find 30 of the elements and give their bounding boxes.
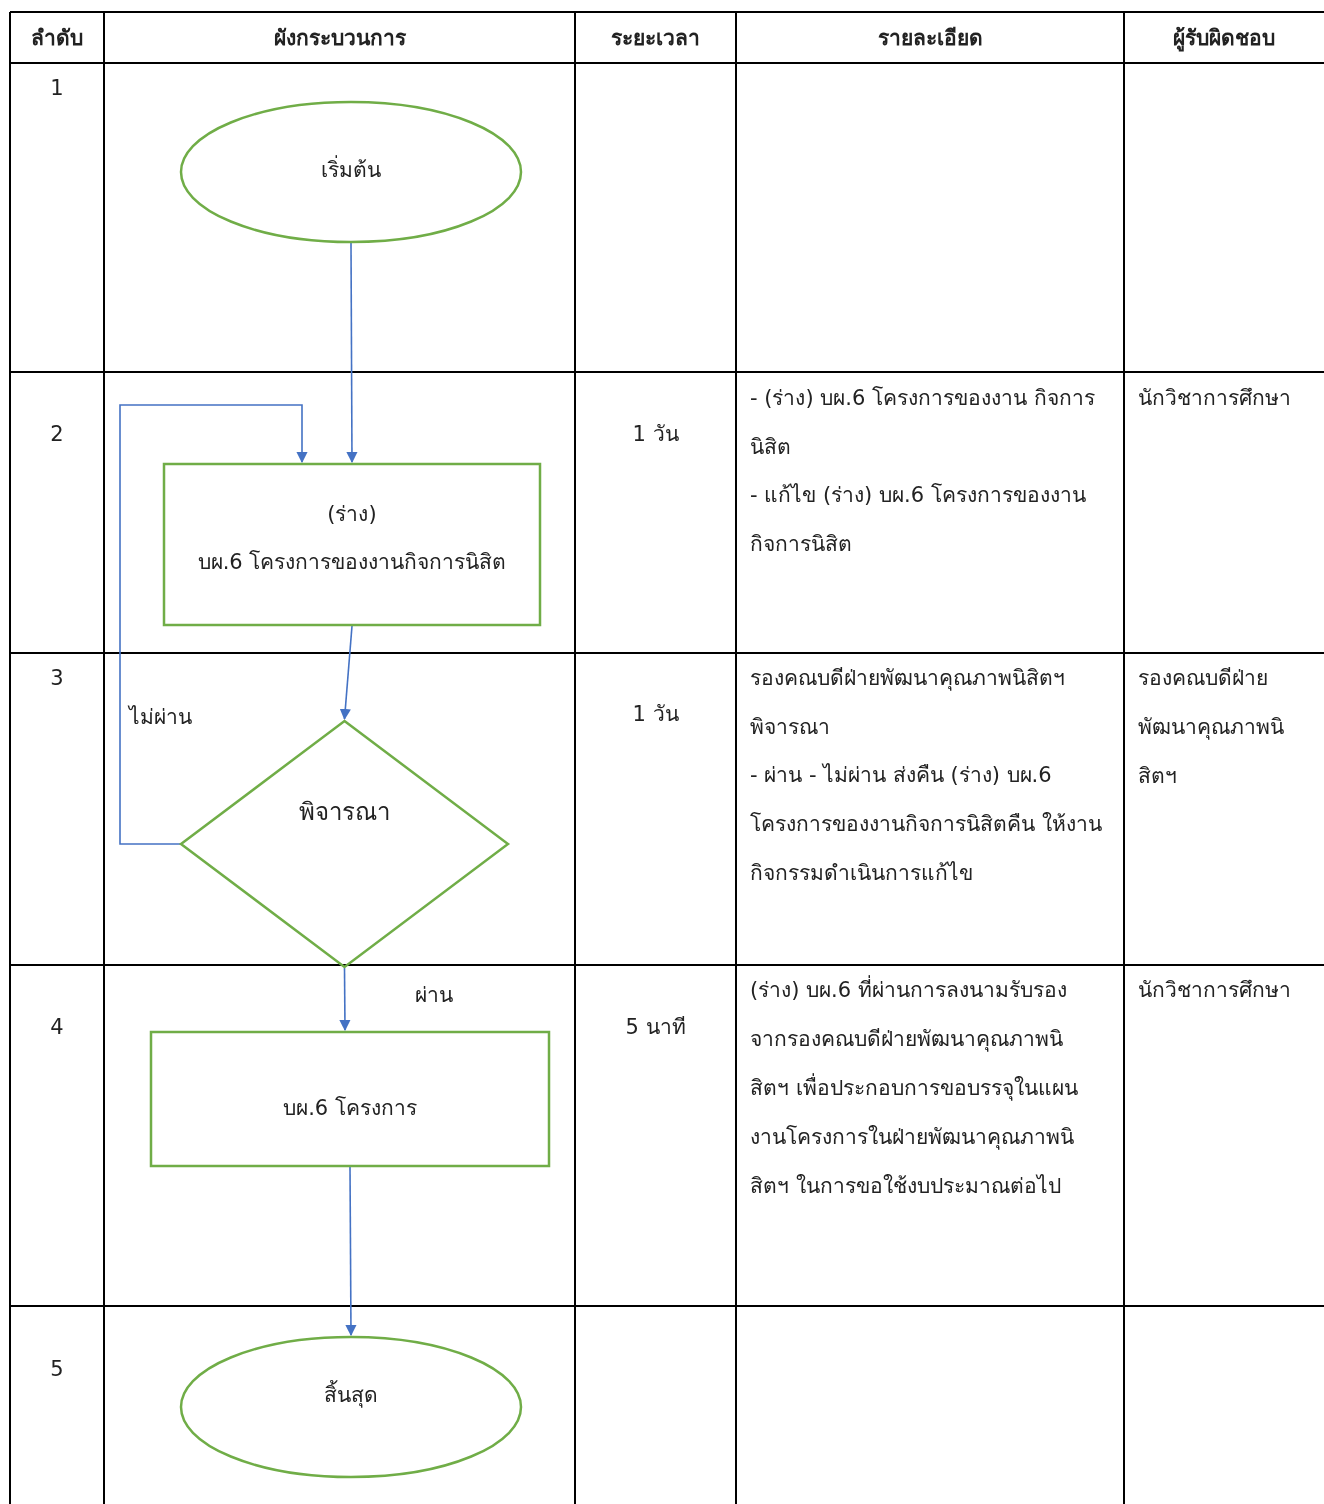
detail-text: - (ร่าง) บผ.6 โครงการของงาน กิจการนิสิต [750, 385, 1096, 461]
arrow [339, 625, 353, 721]
column-header: ระยะเวลา [610, 25, 701, 52]
arrow [346, 242, 358, 464]
detail-text: รองคณบดีฝ่ายพัฒนาคุณภาพนิสิตฯ พิจารณา [750, 665, 1066, 741]
row-number: 2 [49, 421, 65, 448]
duration-text: 5 นาที [624, 1014, 687, 1041]
process-box: บผ.6 โครงการ [150, 1031, 550, 1167]
start-ellipse: เริ่มต้น [180, 101, 522, 243]
arrow [345, 1166, 357, 1337]
process-box: (ร่าง) บผ.6 โครงการของงานกิจการนิสิต [163, 463, 541, 626]
row-number: 4 [49, 1014, 65, 1041]
column-header: ลำดับ [30, 25, 84, 52]
column-header: ผังกระบวนการ [272, 25, 407, 52]
row-number: 1 [49, 75, 65, 102]
detail-text: - ผ่าน - ไม่ผ่าน ส่งคืน (ร่าง) บผ.6 โครงการของงานกิจการนิสิตคืน ให้งานกิจกรรมดำเนินการแก้ไข [750, 762, 1103, 887]
responsible-text: รองคณบดีฝ่ายพัฒนาคุณภาพนิสิตฯ [1138, 665, 1285, 790]
responsible-text: นักวิชาการศึกษา [1138, 977, 1292, 1004]
duration-text: 1 วัน [631, 701, 680, 728]
end-ellipse: สิ้นสุด [180, 1336, 522, 1478]
detail-text: - แก้ไข (ร่าง) บผ.6 โครงการของงาน กิจการนิสิต [750, 482, 1087, 558]
responsible-text: นักวิชาการศึกษา [1138, 385, 1292, 412]
column-header: ผู้รับผิดชอบ [1172, 25, 1276, 54]
arrow [119, 404, 308, 845]
row-number: 3 [49, 665, 65, 692]
column-header: รายละเอียด [876, 25, 984, 52]
arrow [339, 967, 351, 1032]
detail-text: (ร่าง) บผ.6 ที่ผ่านการลงนามรับรองจากรองคณบดีฝ่ายพัฒนาคุณภาพนิสิตฯ เพื่อประกอบการขอบรรจุในแผนงานโครงการในฝ่ายพัฒนาคุณภาพนิสิตฯ ในการขอใช้งบประมาณต่อไป [750, 966, 1100, 1211]
duration-text: 1 วัน [631, 421, 680, 448]
row-number: 5 [49, 1356, 65, 1383]
